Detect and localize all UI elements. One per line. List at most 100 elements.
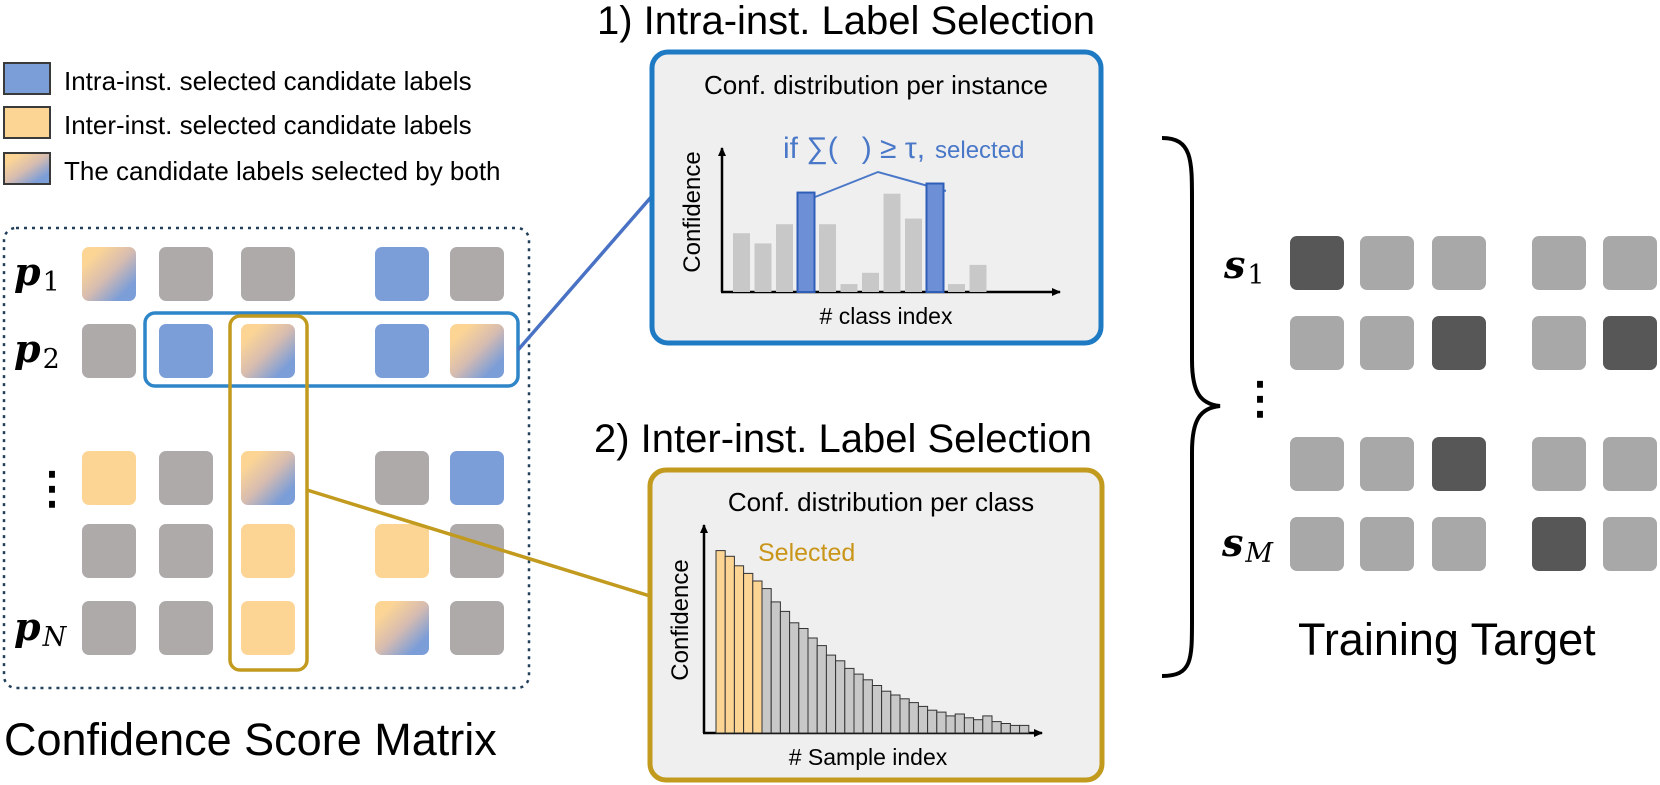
matrix-cell — [375, 247, 429, 301]
intra-y-label: Confidence — [679, 151, 706, 272]
confidence-matrix: p1 p2 ⋮ pN Confidence Score Matrix — [2, 226, 531, 765]
inter-bar — [1000, 723, 1011, 734]
intra-heading: 1) Intra-inst. Label Selection — [597, 0, 1095, 43]
inter-bar — [789, 622, 800, 734]
inter-bar — [954, 713, 965, 734]
inter-bar — [890, 694, 901, 734]
target-cell — [1532, 236, 1586, 290]
target-cell — [1603, 236, 1657, 290]
matrix-cell — [241, 451, 295, 505]
inter-bar — [936, 711, 947, 734]
legend: Intra-inst. selected candidate labels In… — [3, 62, 501, 186]
matrix-cell — [450, 247, 504, 301]
target-title: Training Target — [1298, 614, 1596, 665]
inter-bar — [899, 698, 910, 734]
target-cell — [1603, 437, 1657, 491]
inter-bar — [871, 685, 883, 734]
matrix-cells — [82, 247, 504, 655]
inter-panel-title: Conf. distribution per class — [728, 487, 1034, 517]
matrix-cell — [241, 247, 295, 301]
target-cell — [1290, 236, 1344, 290]
legend-swatch-both — [3, 152, 51, 185]
target-cell — [1290, 316, 1344, 370]
target-cell — [1432, 437, 1486, 491]
inter-selected-label: Selected — [758, 539, 855, 567]
inter-bar — [807, 637, 818, 734]
inter-bars — [715, 550, 1030, 734]
matrix-cell — [450, 451, 504, 505]
inter-bar — [816, 645, 827, 734]
target-cells — [1290, 236, 1657, 571]
training-target: s1 ⋮ sM Training Target — [1221, 236, 1657, 665]
target-cell — [1532, 437, 1586, 491]
matrix-border — [2, 226, 531, 690]
matrix-cell — [82, 524, 136, 578]
intra-bar — [905, 218, 922, 292]
inter-bar — [798, 628, 809, 734]
target-cell — [1360, 517, 1414, 571]
inter-bar — [973, 719, 984, 734]
inter-bar — [844, 667, 855, 734]
inter-bar — [825, 654, 837, 734]
target-cell — [1603, 316, 1657, 370]
inter-bar — [733, 565, 745, 734]
inter-bar — [835, 660, 846, 734]
inter-bar — [927, 709, 938, 734]
inter-bar — [917, 705, 929, 734]
target-cell — [1360, 437, 1414, 491]
target-cell — [1290, 437, 1344, 491]
target-row-label-sM: sM — [1221, 520, 1274, 569]
matrix-cell — [375, 324, 429, 378]
intra-bar — [883, 193, 901, 292]
inter-bar — [908, 702, 919, 734]
matrix-cell — [450, 601, 504, 655]
intra-connector — [516, 194, 654, 352]
inter-bar — [724, 555, 735, 734]
matrix-cell — [159, 247, 213, 301]
matrix-row-label-p1: p1 — [14, 249, 60, 298]
inter-instance-section: 2) Inter-inst. Label Selection Conf. dis… — [594, 417, 1105, 783]
target-cell — [1432, 517, 1486, 571]
inter-bar — [715, 550, 726, 734]
matrix-cell — [241, 324, 295, 378]
matrix-cell — [375, 451, 429, 505]
intra-instance-section: 1) Intra-inst. Label Selection Conf. dis… — [597, 0, 1104, 346]
legend-label-intra: Intra-inst. selected candidate labels — [64, 66, 472, 96]
matrix-cell — [375, 524, 429, 578]
inter-bar — [761, 588, 772, 734]
inter-y-label: Confidence — [667, 559, 694, 680]
intra-bar — [819, 224, 836, 292]
inter-bar — [963, 717, 975, 734]
intra-bar — [733, 233, 750, 292]
target-row-ellipsis: ⋮ — [1238, 373, 1282, 424]
inter-column-highlight — [228, 314, 309, 672]
inter-bar — [881, 690, 892, 734]
target-cell — [1360, 316, 1414, 370]
target-row-label-s1: s1 — [1223, 242, 1265, 291]
merge-brace — [1161, 136, 1221, 678]
intra-bar — [948, 284, 965, 292]
intra-x-label: # class index — [820, 303, 953, 329]
intra-panel-title: Conf. distribution per instance — [704, 70, 1048, 100]
inter-connector — [306, 488, 651, 598]
inter-bar — [945, 715, 956, 734]
matrix-cell — [375, 601, 429, 655]
target-cell — [1432, 236, 1486, 290]
inter-bar — [862, 679, 873, 734]
intra-bar — [776, 224, 793, 292]
matrix-cell — [82, 324, 136, 378]
legend-swatch-intra — [3, 62, 51, 95]
inter-x-label: # Sample index — [789, 744, 948, 770]
matrix-row-label-pN: pN — [14, 604, 68, 653]
inter-heading: 2) Inter-inst. Label Selection — [594, 417, 1092, 461]
matrix-title: Confidence Score Matrix — [4, 714, 497, 765]
target-cell — [1532, 517, 1586, 571]
matrix-cell — [82, 247, 136, 301]
intra-bars — [733, 182, 987, 294]
intra-expression: if ∑() ≥ τ,selected — [783, 132, 1024, 165]
matrix-cell — [450, 524, 504, 578]
matrix-cell — [82, 601, 136, 655]
matrix-cell — [159, 524, 213, 578]
inter-bar — [743, 572, 754, 734]
